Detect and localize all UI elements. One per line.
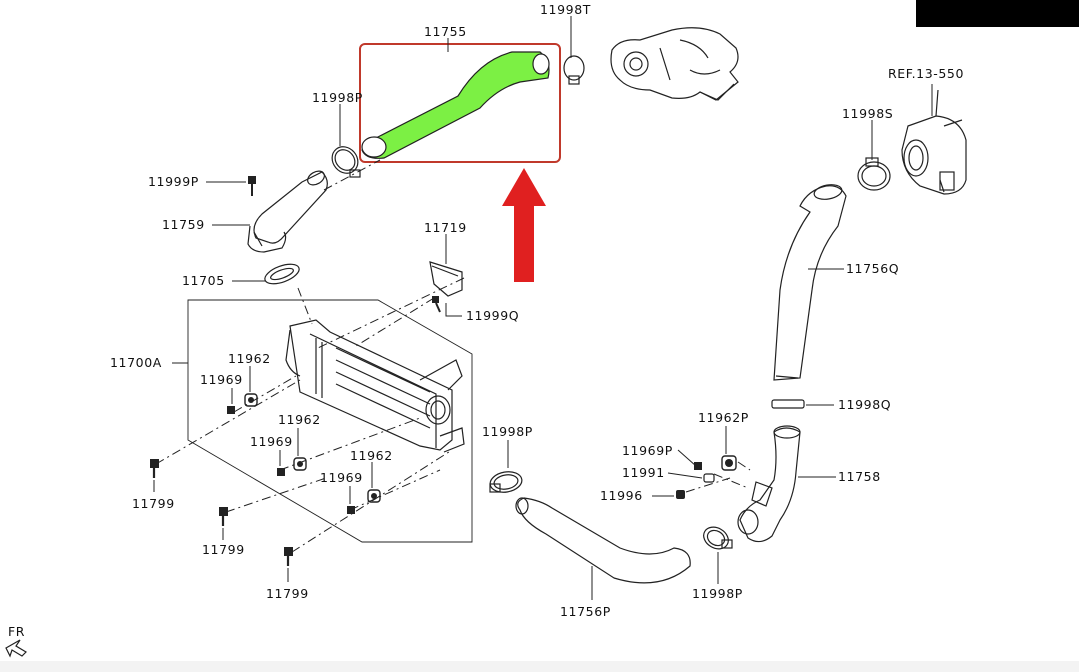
label-11759: 11759 (162, 217, 205, 232)
label-11998T: 11998T (540, 2, 591, 17)
hose-11756Q (773, 184, 847, 381)
clamp-11998S (857, 157, 891, 191)
highlight-arrow (502, 168, 546, 282)
label-11998S: 11998S (842, 106, 893, 121)
label-11999P: 11999P (148, 174, 199, 189)
clamp-11998T (563, 55, 585, 85)
leader-lines (153, 16, 933, 600)
label-11799-1: 11799 (132, 496, 175, 511)
bottom-strip (0, 661, 1079, 672)
intercooler-frame (187, 299, 473, 543)
label-11756P: 11756P (560, 604, 611, 619)
turbocharger (610, 27, 739, 101)
label-11700A: 11700A (110, 355, 162, 370)
label-11719: 11719 (424, 220, 467, 235)
label-11999Q: 11999Q (466, 308, 519, 323)
label-11755: 11755 (424, 24, 467, 39)
label-11799-2: 11799 (202, 542, 245, 557)
construction-lines (155, 159, 751, 553)
label-11962-2: 11962 (278, 412, 321, 427)
hose-11755 (361, 51, 550, 159)
hardware-right (676, 455, 737, 499)
label-11996: 11996 (600, 488, 643, 503)
label-11962P: 11962P (698, 410, 749, 425)
label-11705: 11705 (182, 273, 225, 288)
bracket-11719 (429, 261, 463, 297)
pipe-11759 (247, 170, 328, 253)
bolts-11799 (150, 459, 293, 566)
label-11969-1: 11969 (200, 372, 243, 387)
label-ref-13-550: REF.13-550 (888, 66, 964, 81)
highlight-box (359, 43, 561, 163)
label-11962-3: 11962 (350, 448, 393, 463)
corner-block (916, 0, 1079, 27)
gasket-11705 (264, 263, 300, 285)
clamp-11998P-mid (489, 471, 523, 493)
bolt-11999Q (432, 296, 441, 313)
label-11969-2: 11969 (250, 434, 293, 449)
label-11799-3: 11799 (266, 586, 309, 601)
label-fr: FR (8, 624, 25, 639)
throttle-body (901, 89, 967, 195)
label-11991: 11991 (622, 465, 665, 480)
pipe-11758 (737, 425, 801, 543)
label-11756Q: 11756Q (846, 261, 899, 276)
label-11998P-mid: 11998P (482, 424, 533, 439)
label-11758: 11758 (838, 469, 881, 484)
label-11998P-top: 11998P (312, 90, 363, 105)
hardware-in-box (227, 393, 381, 514)
label-11969P: 11969P (622, 443, 673, 458)
clamp-11998P-top (331, 146, 361, 178)
clamp-11998P-bottom (703, 526, 733, 550)
label-11962-1: 11962 (228, 351, 271, 366)
bolt-11999P (248, 176, 256, 196)
part-labels: 11755 11998T 11998P REF.13-550 11998S 11… (8, 2, 964, 639)
intercooler-11700A (285, 319, 465, 453)
label-11998Q: 11998Q (838, 397, 891, 412)
clamp-11998Q (771, 399, 805, 409)
label-11969-3: 11969 (320, 470, 363, 485)
label-11998P-bottom: 11998P (692, 586, 743, 601)
front-marker-arrow (5, 639, 27, 658)
hose-11756P (515, 497, 691, 584)
